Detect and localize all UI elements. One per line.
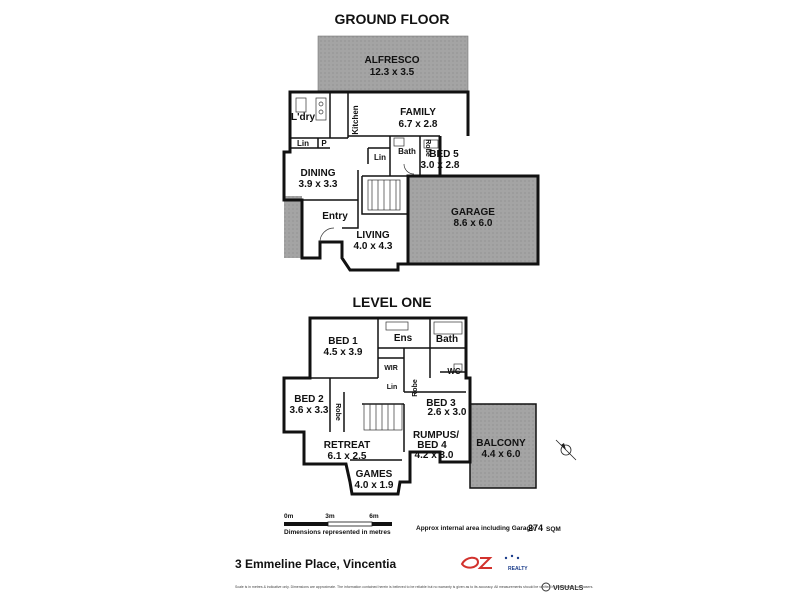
scale-caption: Dimensions represented in metres bbox=[284, 529, 391, 536]
toilet-icon bbox=[393, 137, 405, 147]
entry-label: Entry bbox=[322, 211, 348, 222]
ens-label: Ens bbox=[394, 333, 413, 344]
wir-label: WIR bbox=[384, 365, 398, 372]
garage-label: GARAGE bbox=[451, 207, 495, 218]
rumpus-label: RUMPUS/ bbox=[413, 430, 459, 441]
bed1-label: BED 1 bbox=[328, 336, 358, 347]
ground-interior-walls bbox=[284, 92, 440, 229]
garage-area bbox=[408, 176, 538, 264]
family-label: FAMILY bbox=[400, 107, 436, 118]
bed5-dims: 3.0 x 2.8 bbox=[421, 160, 460, 171]
level-one-outer-wall bbox=[282, 316, 472, 496]
wc-label: WC bbox=[447, 367, 461, 376]
scale-tick-6: 6m bbox=[369, 513, 379, 520]
oz-realty-logo: REALTY bbox=[460, 554, 528, 572]
vanity-icon bbox=[423, 139, 439, 149]
bed3-label: BED 3 bbox=[426, 398, 456, 409]
dining-label: DINING bbox=[301, 168, 336, 179]
north-compass-icon bbox=[555, 439, 577, 461]
svg-text:VISUALS: VISUALS bbox=[553, 585, 584, 592]
laundry-tub-icon bbox=[295, 97, 307, 113]
cooktop-icon bbox=[318, 109, 324, 115]
alfresco-dims: 12.3 x 3.5 bbox=[370, 67, 415, 78]
vanity-icon bbox=[385, 321, 409, 331]
pantry-label: P bbox=[321, 139, 327, 148]
disclaimer-text: Scale is in metres & indicative only. Di… bbox=[235, 585, 593, 589]
balcony-area bbox=[470, 404, 536, 488]
retreat-label: RETREAT bbox=[324, 440, 370, 451]
svg-text:REALTY: REALTY bbox=[508, 566, 528, 572]
rumpus-label-2: BED 4 bbox=[417, 440, 447, 451]
family-dims: 6.7 x 2.8 bbox=[399, 119, 438, 130]
area-label: Approx internal area including Garage: bbox=[416, 525, 536, 532]
bed2-dims: 3.6 x 3.3 bbox=[290, 405, 329, 416]
area-unit: SQM bbox=[546, 526, 561, 533]
toilet-icon bbox=[453, 363, 463, 372]
games-dims: 4.0 x 1.9 bbox=[355, 480, 394, 491]
laundry-label: L'dry bbox=[291, 112, 315, 123]
bathtub-icon bbox=[433, 321, 463, 335]
ground-robe-label: Robe bbox=[424, 139, 431, 157]
bed3-robe-label: Robe bbox=[412, 379, 419, 397]
living-dims: 4.0 x 4.3 bbox=[354, 241, 393, 252]
scale-tick-0: 0m bbox=[284, 513, 294, 520]
dining-dims: 3.9 x 3.3 bbox=[299, 179, 338, 190]
level-one-stairs bbox=[363, 403, 403, 431]
kitchen-label: Kitchen bbox=[351, 105, 360, 134]
garage-dims: 8.6 x 6.0 bbox=[454, 218, 493, 229]
balcony-label: BALCONY bbox=[476, 438, 526, 449]
level-one-heading: LEVEL ONE bbox=[352, 294, 431, 310]
lin-left-label: Lin bbox=[297, 139, 309, 148]
bed1-dims: 4.5 x 3.9 bbox=[324, 347, 363, 358]
balcony-dims: 4.4 x 6.0 bbox=[482, 449, 521, 460]
rumpus-dims: 4.2 x 3.0 bbox=[415, 450, 454, 461]
cooktop-icon bbox=[318, 101, 324, 107]
games-label: GAMES bbox=[356, 469, 393, 480]
door-swing bbox=[403, 163, 415, 175]
bed2-label: BED 2 bbox=[294, 394, 324, 405]
property-address: 3 Emmeline Place, Vincentia bbox=[235, 557, 397, 571]
lin-right-label: Lin bbox=[374, 153, 386, 162]
side-paving bbox=[284, 196, 302, 258]
ground-bath-label: Bath bbox=[398, 147, 416, 156]
retreat-dims: 6.1 x 2.5 bbox=[328, 451, 367, 462]
level-one-lin-label: Lin bbox=[387, 384, 398, 391]
ground-floor-heading: GROUND FLOOR bbox=[334, 11, 449, 27]
level-one-bath-label: Bath bbox=[436, 334, 458, 345]
alfresco-label: ALFRESCO bbox=[365, 55, 420, 66]
area-value: 274 bbox=[528, 523, 543, 533]
ground-stairs bbox=[367, 179, 401, 211]
bed3-dims: 2.6 x 3.0 bbox=[428, 407, 467, 418]
alfresco-area bbox=[317, 35, 469, 93]
living-label: LIVING bbox=[356, 230, 390, 241]
kitchen-sink-icon bbox=[315, 97, 327, 121]
entry-door-swing bbox=[319, 227, 335, 243]
garage-outline bbox=[408, 174, 540, 266]
bed2-robe-label: Robe bbox=[334, 403, 341, 421]
scale-bar bbox=[284, 521, 392, 527]
bed5-label: BED 5 bbox=[429, 149, 459, 160]
scale-tick-3: 3m bbox=[325, 513, 335, 520]
visuals-logo: VISUALS bbox=[541, 582, 584, 592]
